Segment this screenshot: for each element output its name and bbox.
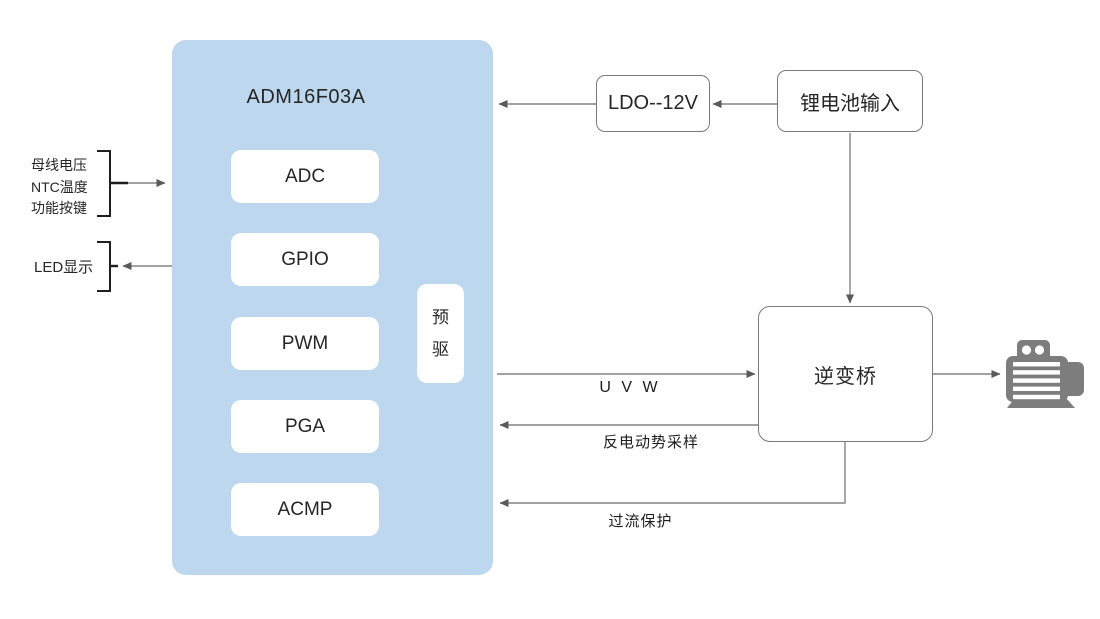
- mcu-block-acmp: ACMP: [231, 483, 379, 536]
- motor-icon: [1006, 340, 1084, 408]
- battery-label: 锂电池输入: [800, 92, 900, 115]
- pwm-label: PWM: [281, 332, 329, 354]
- back-emf-signal-label: 反电动势采样: [602, 434, 699, 451]
- mcu-block-predriver: 预 驱: [417, 284, 464, 383]
- battery-input-block: 锂电池输入: [777, 70, 923, 132]
- mcu-block-pwm: PWM: [231, 317, 379, 370]
- adc-label: ADC: [284, 165, 326, 187]
- uvw-signal-label: U V W: [599, 379, 661, 396]
- acmp-label: ACMP: [277, 498, 333, 520]
- led-display-label: LED显示: [34, 259, 94, 276]
- ldo-label: LDO--12V: [607, 92, 699, 114]
- led-bracket: [97, 241, 111, 292]
- ldo-block: LDO--12V: [596, 75, 710, 132]
- inverter-bridge-block: 逆变桥: [758, 306, 933, 442]
- overcurrent-signal-label: 过流保护: [608, 513, 673, 530]
- pga-label: PGA: [284, 415, 326, 437]
- inverter-label: 逆变桥: [814, 365, 877, 388]
- gpio-label: GPIO: [281, 248, 329, 270]
- mcu-block-pga: PGA: [231, 400, 379, 453]
- analog-inputs-label: 母线电压 NTC温度 功能按键: [31, 157, 88, 216]
- mcu-title: ADM16F03A: [246, 86, 366, 108]
- mcu-block-adc: ADC: [231, 150, 379, 203]
- mcu-block-gpio: GPIO: [231, 233, 379, 286]
